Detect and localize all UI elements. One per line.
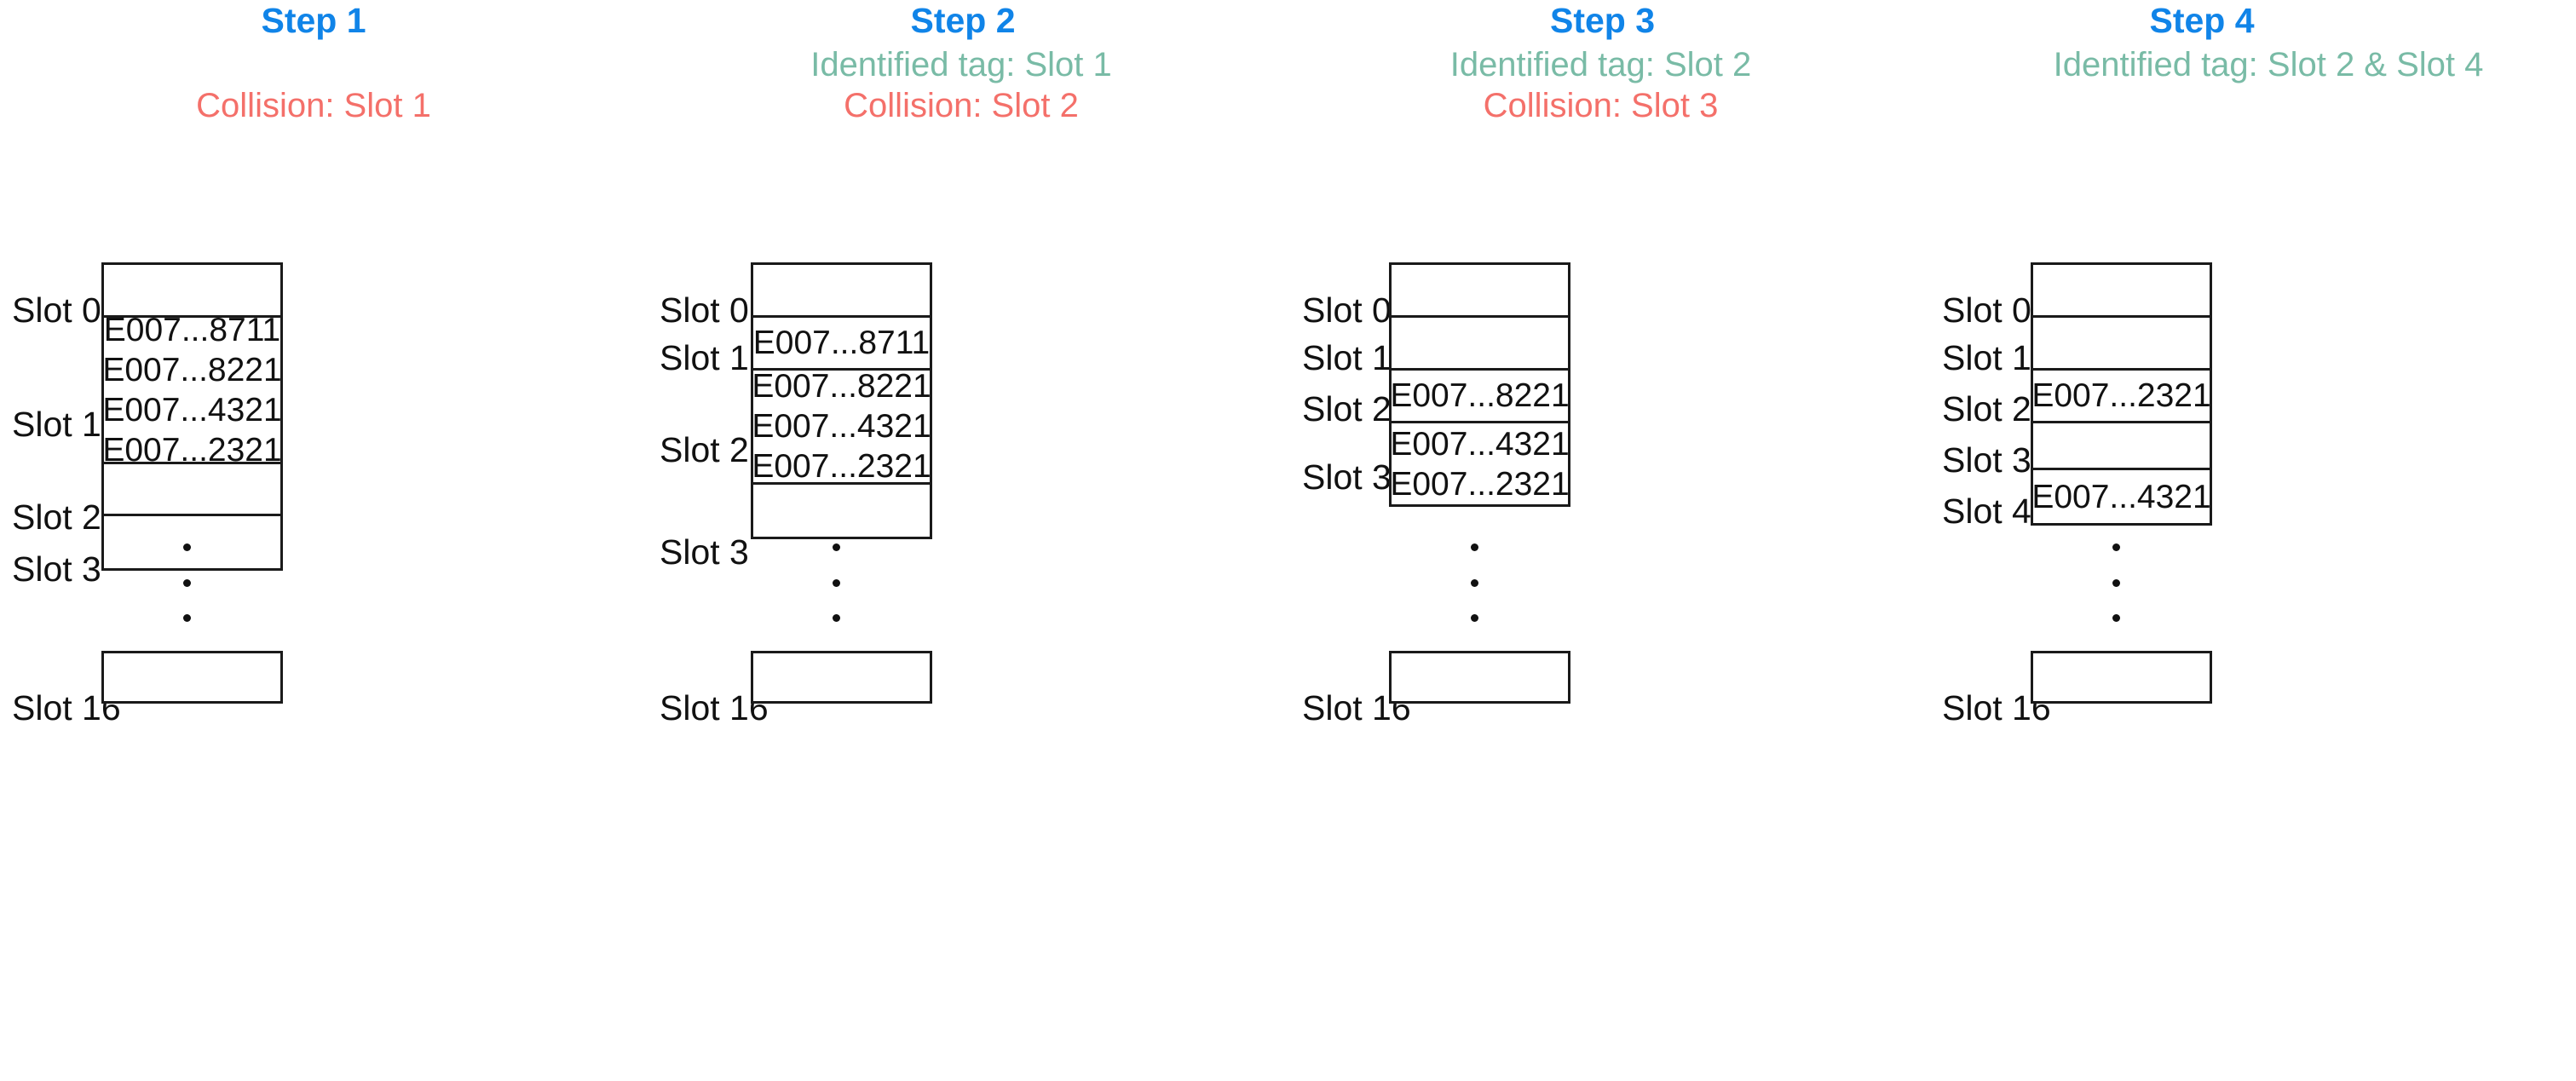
collision-label-2: Collision: Slot 2 <box>844 87 1079 124</box>
ellipsis-dot <box>183 578 191 587</box>
tail-slot-box-2 <box>751 651 932 704</box>
vertical-ellipsis-1 <box>183 543 191 622</box>
slot-label-3-3: Slot 3 <box>1302 457 1392 497</box>
step-column-4: Step 4 Identified tag: Slot 2 & Slot 4 S… <box>1930 0 2576 1081</box>
slot-row-1-2 <box>104 464 280 516</box>
ellipsis-dot <box>833 543 840 551</box>
tail-slot-box-1 <box>101 651 283 704</box>
step-column-3: Step 3 Identified tag: Slot 2 Collision:… <box>1295 0 1930 1081</box>
slot-label-1-3: Slot 3 <box>12 549 101 589</box>
tag-value: E007...2321 <box>752 448 931 485</box>
slot-label-2-3: Slot 3 <box>660 532 749 572</box>
tag-value: E007...8221 <box>752 368 931 405</box>
tag-value: E007...8711 <box>752 325 931 361</box>
step-title-3: Step 3 <box>1549 1 1656 40</box>
identified-label-4: Identified tag: Slot 2 & Slot 4 <box>2053 46 2484 83</box>
tag-value: E007...4321 <box>2031 478 2211 515</box>
slot-row-4-4: E007...4321 <box>2031 470 2211 523</box>
ellipsis-dot <box>183 614 191 622</box>
slot-label-1-0: Slot 0 <box>12 290 101 330</box>
column-header-1: Step 1 Collision: Slot 1 <box>0 0 648 131</box>
slot-label-4-0: Slot 0 <box>1942 290 2031 330</box>
slot-label-4-1: Slot 1 <box>1942 338 2031 377</box>
step-title-4: Step 4 <box>2149 1 2255 40</box>
step-title-2: Step 2 <box>910 1 1016 40</box>
slot-row-4-2: E007...2321 <box>2031 371 2211 423</box>
slot-row-4-0 <box>2033 265 2210 318</box>
vertical-ellipsis-4 <box>2112 543 2120 622</box>
ellipsis-dot <box>1471 578 1478 587</box>
vertical-ellipsis-2 <box>833 543 840 622</box>
slot-label-2-0: Slot 0 <box>660 290 749 330</box>
tag-value: E007...2321 <box>102 431 282 469</box>
collision-label-3: Collision: Slot 3 <box>1483 87 1719 124</box>
tail-slot-box-4 <box>2031 651 2212 704</box>
slot-row-2-1: E007...8711 <box>753 318 930 371</box>
ellipsis-dot <box>833 614 840 622</box>
slot-row-1-3 <box>104 516 280 568</box>
slot-row-3-2: E007...8221 <box>1390 371 1570 423</box>
tag-value: E007...4321 <box>102 391 282 428</box>
slot-label-4-2: Slot 2 <box>1942 389 2031 428</box>
header-blank-identified-1 <box>0 48 648 89</box>
column-header-2: Step 2 Identified tag: Slot 1 Collision:… <box>648 0 1295 131</box>
tag-value: E007...4321 <box>1390 425 1570 463</box>
slot-label-4-3: Slot 3 <box>1942 440 2031 480</box>
tag-value: E007...4321 <box>752 408 931 445</box>
step-title-1: Step 1 <box>261 1 366 40</box>
ellipsis-dot <box>2112 614 2120 622</box>
tag-value: E007...8221 <box>1390 377 1570 414</box>
identified-label-3: Identified tag: Slot 2 <box>1449 46 1752 83</box>
tag-value: E007...8221 <box>102 351 282 388</box>
slot-label-3-1: Slot 1 <box>1302 338 1392 377</box>
slot-row-3-3: E007...4321 E007...2321 <box>1390 423 1570 504</box>
ellipsis-dot <box>833 578 840 587</box>
ellipsis-dot <box>1471 614 1478 622</box>
slot-row-2-2: E007...8221 E007...4321 E007...2321 <box>752 368 931 485</box>
slot-label-2-2: Slot 2 <box>660 430 749 469</box>
slot-label-4-4: Slot 4 <box>1942 492 2031 531</box>
step-column-2: Step 2 Identified tag: Slot 1 Collision:… <box>648 0 1295 1081</box>
slot-label-1-2: Slot 2 <box>12 497 101 537</box>
column-header-4: Step 4 Identified tag: Slot 2 & Slot 4 <box>1930 0 2576 131</box>
slot-row-1-0 <box>104 265 280 318</box>
collision-label-1: Collision: Slot 1 <box>196 87 431 124</box>
slot-row-2-3 <box>753 485 930 537</box>
tag-value: E007...8711 <box>103 311 281 348</box>
tag-value: E007...2321 <box>2031 377 2211 414</box>
slot-label-3-2: Slot 2 <box>1302 389 1392 428</box>
slot-row-1-1: E007...8711 E007...8221 E007...4321 E007… <box>102 312 282 469</box>
ellipsis-dot <box>2112 543 2120 551</box>
slot-label-2-tail: Slot 16 <box>660 688 769 727</box>
slot-row-3-1 <box>1392 318 1568 371</box>
slot-row-3-0 <box>1392 265 1568 318</box>
ellipsis-dot <box>1471 543 1478 551</box>
slot-row-4-3 <box>2033 423 2210 470</box>
identified-label-2: Identified tag: Slot 1 <box>810 46 1112 83</box>
vertical-ellipsis-3 <box>1471 543 1478 622</box>
slot-label-1-1: Slot 1 <box>12 405 101 444</box>
slot-row-2-0 <box>753 265 930 318</box>
slot-label-2-1: Slot 1 <box>660 338 749 377</box>
step-column-1: Step 1 Collision: Slot 1 Slot 0 Slot 1 S… <box>0 0 648 1081</box>
column-header-3: Step 3 Identified tag: Slot 2 Collision:… <box>1295 0 1930 131</box>
ellipsis-dot <box>2112 578 2120 587</box>
tag-value: E007...2321 <box>1390 465 1570 503</box>
tail-slot-box-3 <box>1389 651 1570 704</box>
header-blank-collision-4 <box>1930 89 2576 131</box>
slot-row-4-1 <box>2033 318 2210 371</box>
ellipsis-dot <box>183 543 191 551</box>
slot-label-3-0: Slot 0 <box>1302 290 1392 330</box>
